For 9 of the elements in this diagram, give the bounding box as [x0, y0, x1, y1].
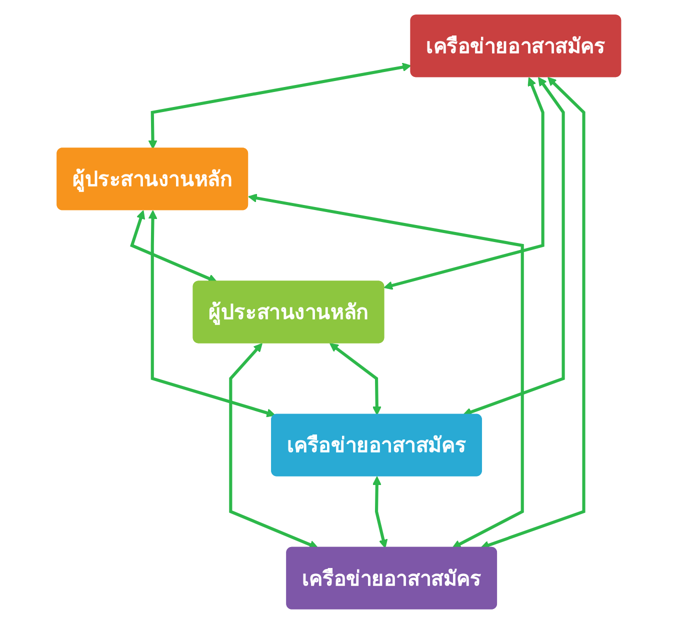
- arrow: [372, 476, 388, 548]
- arrow: [248, 194, 524, 548]
- arrow: [480, 76, 585, 550]
- arrow: [130, 210, 217, 283]
- arrow: [383, 77, 544, 290]
- arrow: [148, 210, 276, 418]
- arrow: [148, 62, 411, 150]
- arrow: [228, 343, 318, 549]
- arrow: [329, 343, 381, 416]
